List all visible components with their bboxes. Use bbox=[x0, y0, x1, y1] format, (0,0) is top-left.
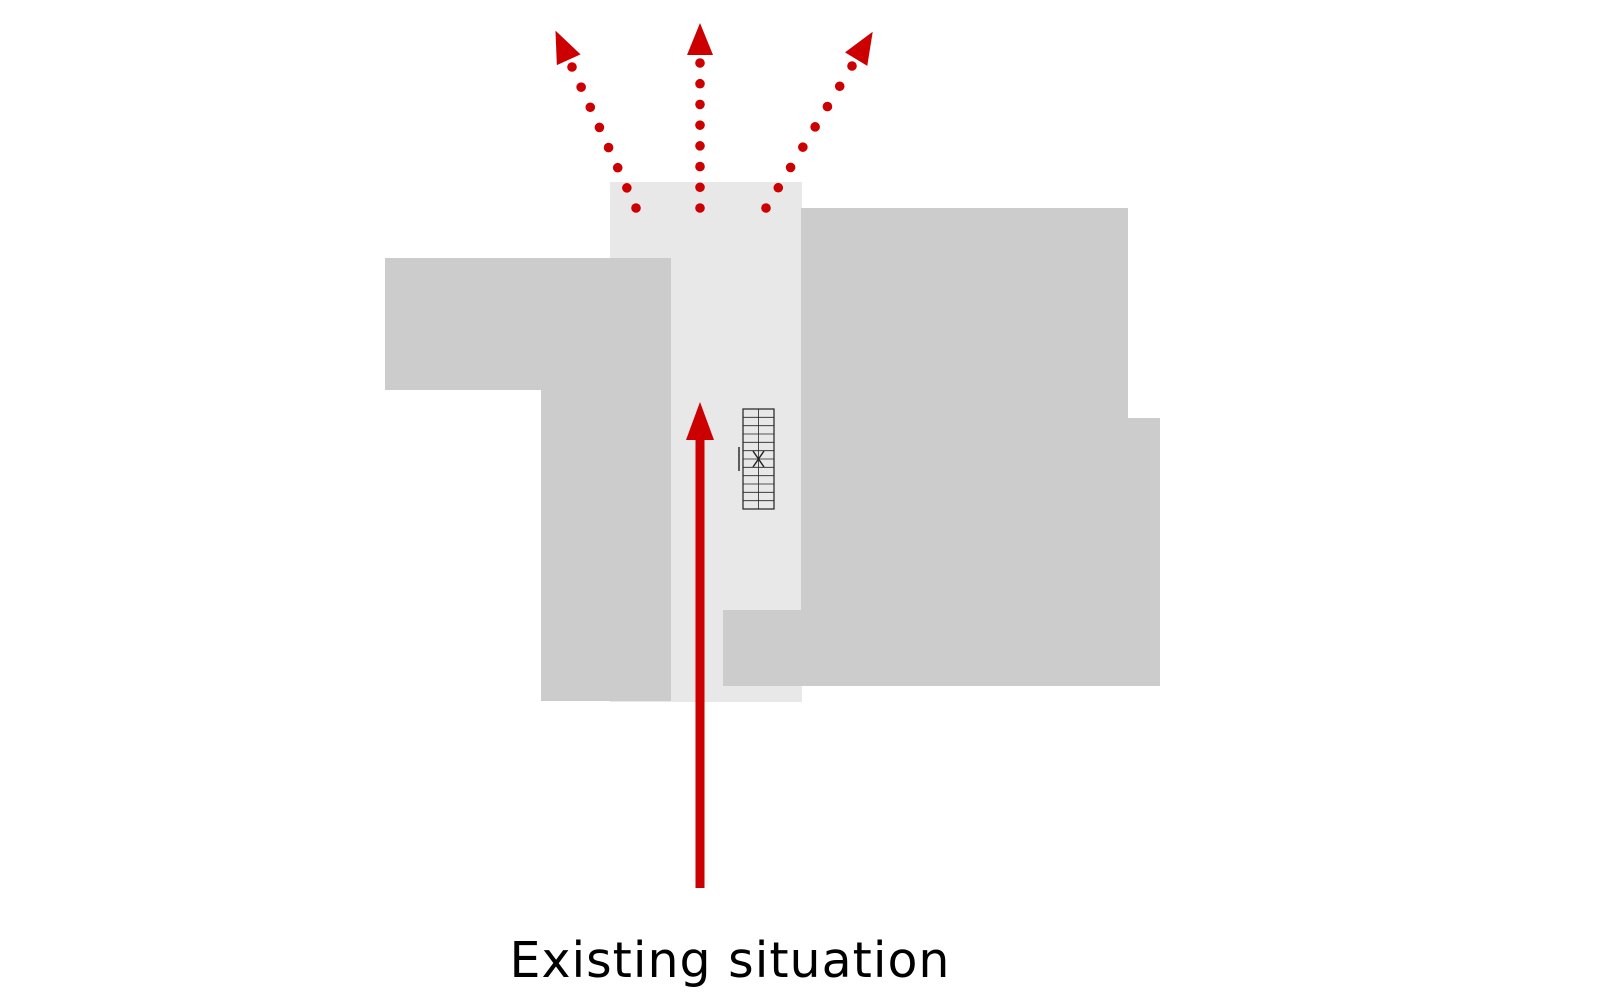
staircase-icon bbox=[738, 408, 775, 510]
staircase-cross-b bbox=[752, 450, 765, 468]
arrow-dot bbox=[695, 58, 705, 68]
arrow-head bbox=[845, 31, 873, 66]
arrow-dot bbox=[594, 122, 605, 133]
arrow-dot bbox=[761, 203, 771, 213]
building-east-lower bbox=[723, 610, 1160, 686]
arrow-dot bbox=[695, 182, 705, 193]
arrow-dot bbox=[576, 82, 586, 92]
arrow-dot bbox=[834, 81, 845, 92]
arrow-dot bbox=[585, 102, 596, 113]
arrow-dot bbox=[631, 203, 641, 213]
arrow-dot bbox=[695, 203, 705, 213]
arrow-head bbox=[555, 30, 581, 66]
arrow-dot bbox=[612, 162, 623, 173]
buildings-group bbox=[385, 182, 1160, 702]
arrow-dot bbox=[622, 183, 632, 193]
dotted-arrow-left bbox=[555, 30, 641, 213]
arrow-dot bbox=[785, 162, 796, 173]
arrow-dot bbox=[822, 101, 833, 112]
arrow-dot bbox=[847, 61, 857, 71]
main-arrow-head bbox=[686, 402, 714, 440]
building-west-lower bbox=[541, 258, 671, 701]
arrow-dot bbox=[773, 182, 784, 193]
dotted-arrow-right bbox=[761, 31, 873, 213]
arrow-dot bbox=[603, 142, 614, 153]
arrow-dot bbox=[695, 99, 705, 110]
arrow-dot bbox=[695, 78, 705, 89]
diagram-caption: Existing situation bbox=[509, 932, 951, 989]
arrow-dot bbox=[695, 120, 705, 130]
arrow-dot bbox=[810, 122, 820, 132]
arrow-dot bbox=[695, 161, 705, 172]
arrow-dot bbox=[567, 62, 577, 72]
arrow-head bbox=[687, 23, 713, 55]
arrow-dot bbox=[798, 142, 808, 152]
arrow-dot bbox=[695, 141, 705, 151]
arrows-group bbox=[555, 23, 873, 888]
dotted-arrow-center bbox=[687, 23, 713, 213]
